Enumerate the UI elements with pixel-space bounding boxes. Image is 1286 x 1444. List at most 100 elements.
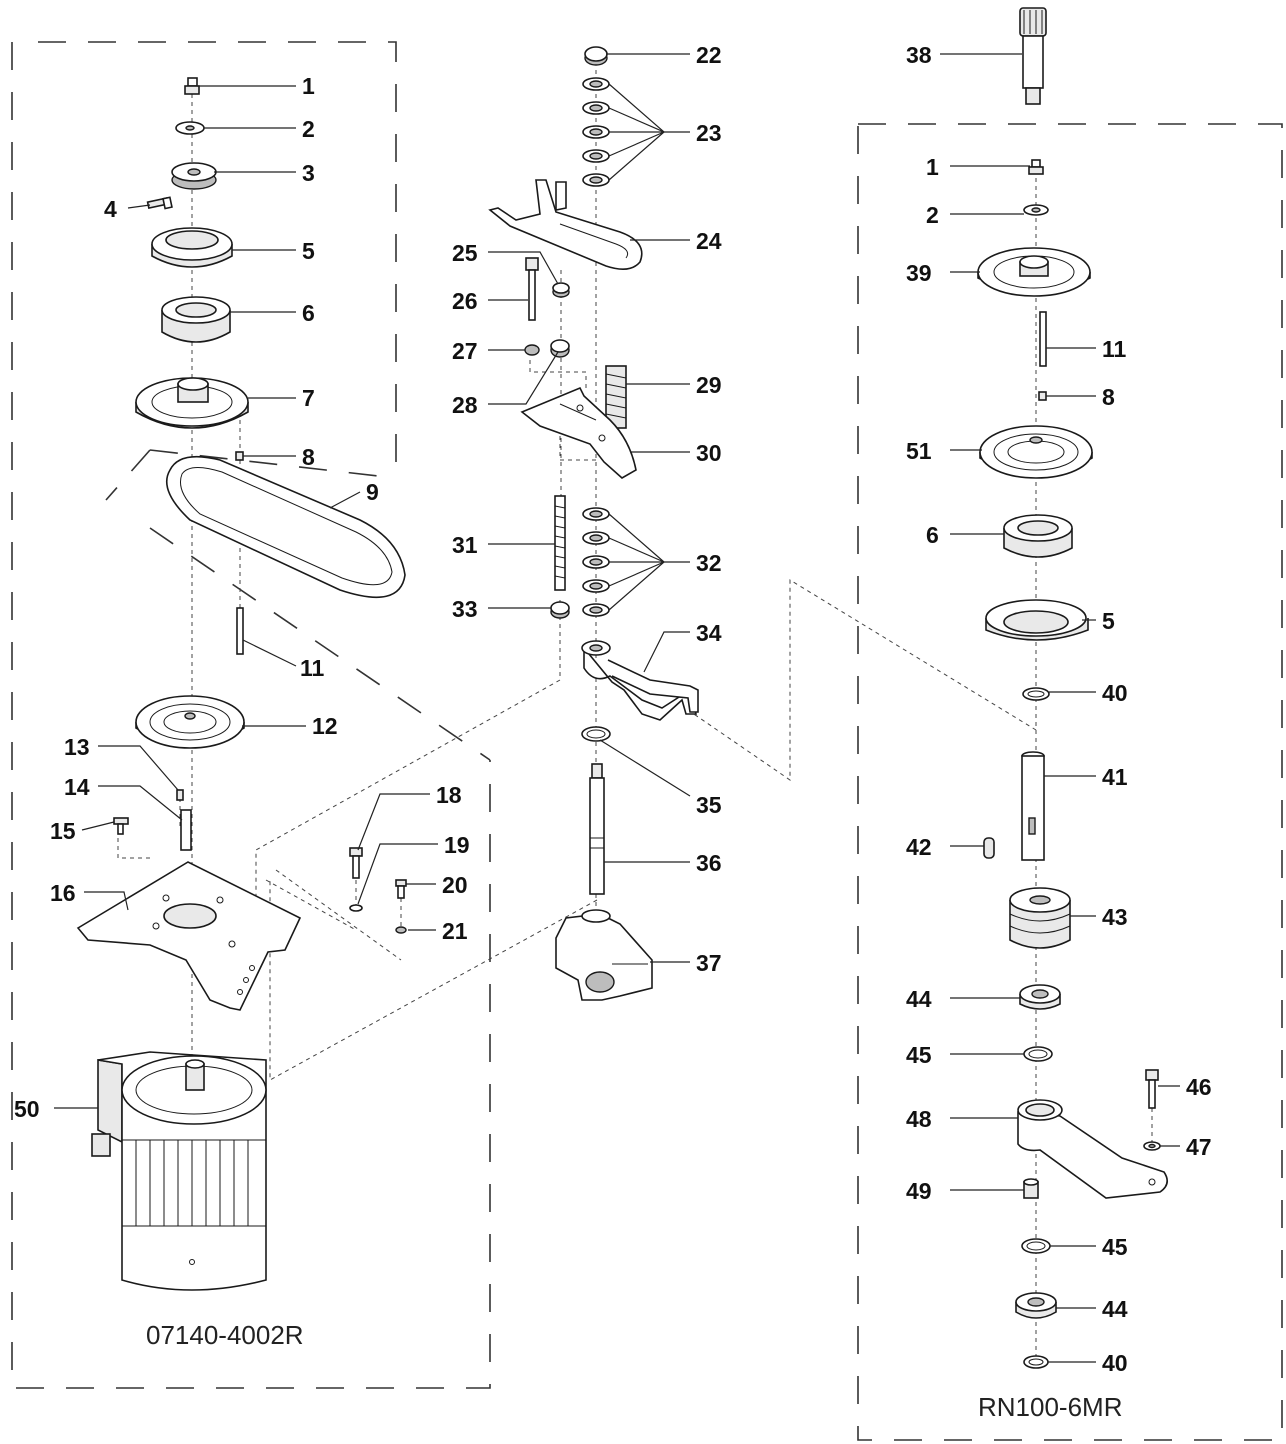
- part-49-bushing: [1023, 1178, 1039, 1199]
- callout-right-51: 51: [906, 438, 932, 464]
- part-38-adjusting-knob: [1019, 7, 1047, 105]
- callout-right-44: 44: [906, 986, 932, 1012]
- callout-left-1: 1: [302, 73, 315, 99]
- callout-left-21: 21: [442, 918, 468, 944]
- part-46-bolt: [1145, 1069, 1159, 1109]
- callout-center-30: 30: [696, 440, 722, 466]
- part-32-washers: [582, 507, 610, 617]
- part-16-motor-plate: [76, 861, 302, 1011]
- part-34-shift-fork: [581, 640, 699, 721]
- callout-left-12: 12: [312, 713, 338, 739]
- part-6-bearing-right: [1003, 514, 1073, 558]
- part-30-bracket: [520, 386, 637, 479]
- callout-center-35: 35: [696, 792, 722, 818]
- part-23-washers: [582, 77, 610, 187]
- part-11-pin-right: [1039, 311, 1047, 367]
- callout-right-41: 41: [1102, 764, 1128, 790]
- assembly-code-right: RN100-6MR: [978, 1392, 1123, 1422]
- callout-right-40: 40: [1102, 680, 1128, 706]
- callout-center-32: 32: [696, 550, 722, 576]
- part-2-washer: [175, 121, 205, 135]
- part-47-washer: [1143, 1141, 1161, 1151]
- callout-right-40b: 40: [1102, 1350, 1128, 1376]
- part-13-key: [176, 789, 184, 801]
- part-37-pivot-block: [555, 909, 653, 1001]
- part-12-pulley-flange: [135, 695, 245, 749]
- part-42-key: [983, 837, 995, 859]
- part-21-nut: [395, 926, 407, 934]
- part-41-shaft: [1021, 751, 1045, 861]
- part-9-belt: [165, 455, 406, 598]
- part-40-snap-ring-upper: [1022, 687, 1050, 701]
- part-1-grease-fitting-right: [1028, 159, 1044, 175]
- part-5-bearing-cover-right: [985, 599, 1089, 641]
- callout-left-20: 20: [442, 872, 468, 898]
- callout-left-5: 5: [302, 238, 315, 264]
- callout-right-39: 39: [906, 260, 932, 286]
- callout-right-47: 47: [1186, 1134, 1212, 1160]
- callout-right-45b: 45: [1102, 1234, 1128, 1260]
- callout-center-28: 28: [452, 392, 478, 418]
- callout-right-38: 38: [906, 42, 932, 68]
- part-8-set-screw-right: [1038, 391, 1047, 401]
- part-51-pulley-flange: [979, 425, 1093, 479]
- callout-left-16: 16: [50, 880, 76, 906]
- part-3-hub: [171, 162, 217, 190]
- part-43-pulley: [1009, 887, 1071, 949]
- part-7-pulley: [135, 377, 249, 429]
- part-24-fork-lever: [488, 179, 643, 270]
- part-35-snap-ring: [581, 726, 611, 742]
- part-31-threaded-rod: [554, 495, 566, 591]
- callout-right-44b: 44: [1102, 1296, 1128, 1322]
- callout-left-8: 8: [302, 444, 315, 470]
- callout-left-13: 13: [64, 734, 90, 760]
- callout-center-37: 37: [696, 950, 722, 976]
- part-5-bearing-cover: [151, 227, 233, 268]
- part-14-key: [180, 809, 192, 851]
- part-19-washer: [349, 904, 363, 912]
- callout-right-49: 49: [906, 1178, 932, 1204]
- part-36-shaft: [589, 763, 605, 895]
- part-11-pin: [236, 607, 244, 655]
- callout-center-29: 29: [696, 372, 722, 398]
- part-33-nut: [550, 601, 570, 619]
- assembly-code-left: 07140-4002R: [146, 1320, 304, 1350]
- callout-right-42: 42: [906, 834, 932, 860]
- part-45-snap-ring-lower: [1021, 1238, 1051, 1254]
- part-45-snap-ring-upper: [1023, 1046, 1053, 1062]
- callout-left-6: 6: [302, 300, 315, 326]
- callout-left-19: 19: [444, 832, 470, 858]
- callout-right-48: 48: [906, 1106, 932, 1132]
- part-4-screw: [146, 196, 173, 210]
- callout-left-4: 4: [104, 196, 117, 222]
- callout-left-3: 3: [302, 160, 315, 186]
- part-50-motor: [91, 1051, 267, 1291]
- part-48-arm: [1017, 1099, 1168, 1199]
- callout-right-6: 6: [926, 522, 939, 548]
- right-assembly-frame: [857, 123, 1283, 1441]
- callout-center-31: 31: [452, 532, 478, 558]
- callout-center-36: 36: [696, 850, 722, 876]
- part-2-washer-right: [1023, 204, 1049, 216]
- part-8-set-screw: [235, 451, 244, 461]
- part-20-screw: [395, 879, 407, 899]
- callout-center-26: 26: [452, 288, 478, 314]
- callout-left-11: 11: [300, 655, 325, 681]
- part-27-nut: [524, 344, 540, 356]
- callout-center-24: 24: [696, 228, 722, 254]
- part-6-bearing: [161, 296, 231, 343]
- callout-right-45: 45: [906, 1042, 932, 1068]
- part-44-bearing-lower: [1015, 1292, 1057, 1319]
- callout-center-25: 25: [452, 240, 478, 266]
- callout-center-34: 34: [696, 620, 722, 646]
- leader-lines: [54, 53, 1180, 1363]
- callout-right-43: 43: [1102, 904, 1128, 930]
- part-15-screw: [113, 817, 129, 835]
- callout-center-22: 22: [696, 42, 722, 68]
- callout-left-50: 50: [14, 1096, 40, 1122]
- callout-center-23: 23: [696, 120, 722, 146]
- part-18-bolt: [349, 847, 363, 879]
- callout-left-7: 7: [302, 385, 315, 411]
- part-28-nut: [550, 339, 570, 358]
